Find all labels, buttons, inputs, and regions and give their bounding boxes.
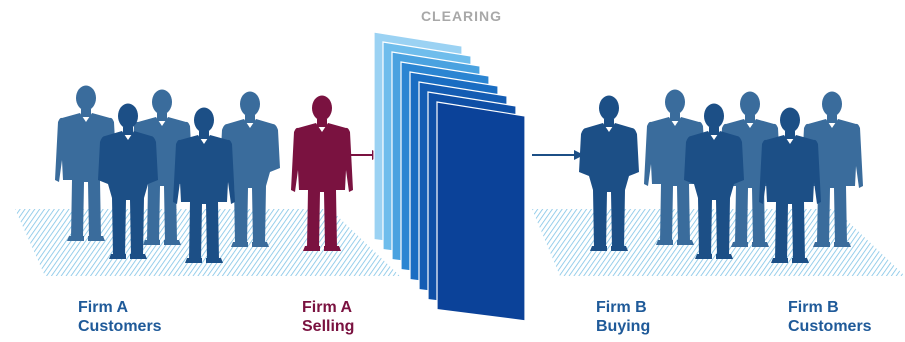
label-firm-a-customers: Firm A Customers — [78, 298, 162, 336]
label-firm-b-buying-line2: Buying — [596, 318, 651, 335]
label-firm-b-buying-line1: Firm B — [596, 299, 647, 316]
label-firm-b-customers: Firm B Customers — [788, 298, 872, 336]
arrow-right-icon — [574, 150, 584, 160]
clearing-panel — [436, 101, 526, 322]
clearing-panels — [373, 31, 526, 322]
label-firm-a-selling: Firm A Selling — [302, 298, 354, 336]
arrow-to-buyer — [532, 150, 584, 160]
clearing-title: CLEARING — [420, 8, 503, 24]
label-firm-a-customers-line1: Firm A — [78, 299, 129, 316]
firm-a-customers-group — [55, 85, 280, 263]
label-firm-a-customers-line2: Customers — [78, 318, 162, 335]
label-firm-b-customers-line2: Customers — [788, 318, 872, 335]
label-firm-b-buying: Firm B Buying — [596, 298, 650, 336]
label-firm-a-selling-line2: Selling — [302, 318, 355, 335]
label-firm-a-selling-line1: Firm A — [302, 299, 353, 316]
label-firm-b-customers-line1: Firm B — [788, 299, 839, 316]
